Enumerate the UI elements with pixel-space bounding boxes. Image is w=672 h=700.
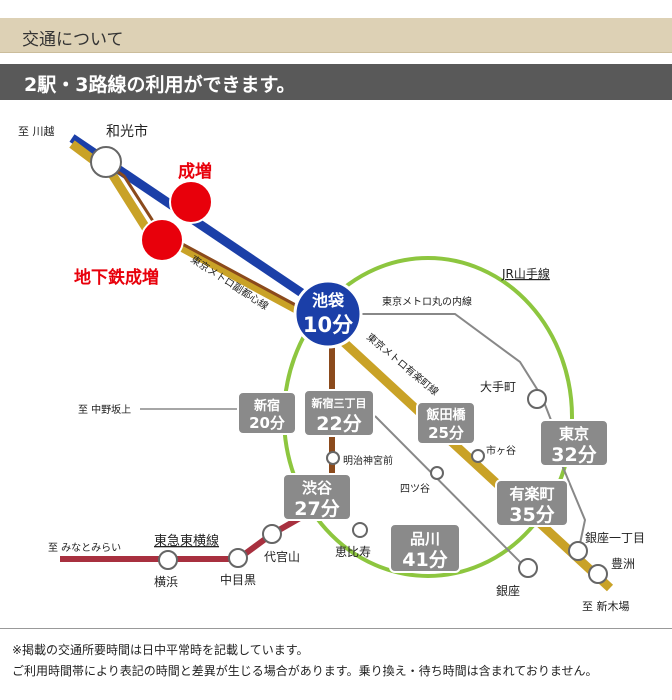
ichigaya-station-marker — [471, 449, 485, 463]
yurakucho-name: 有楽町 — [509, 485, 554, 503]
shinjuku-box: 新宿 20分 — [237, 391, 297, 435]
yamanote-line-label: JR山手線 — [501, 266, 550, 281]
section-title: 交通について — [22, 30, 124, 50]
shinkiba-direction: 至 新木場 — [582, 599, 630, 613]
yotsuya-station-marker — [430, 466, 444, 480]
yurakucho-box: 有楽町 35分 — [495, 479, 569, 527]
daikanyama-station-marker — [262, 524, 282, 544]
otemachi-label: 大手町 — [480, 380, 516, 394]
tokyo-time: 32分 — [551, 444, 596, 466]
ginza-label: 銀座 — [496, 583, 520, 598]
ikebukuro-station-marker — [293, 279, 363, 349]
shibuya-name: 渋谷 — [302, 479, 333, 497]
yotsuya-label: 四ツ谷 — [400, 483, 430, 495]
chikatetsu-narimasu-label: 地下鉄成増 — [74, 267, 159, 288]
tokyo-box: 東京 32分 — [539, 419, 609, 467]
nakanosakaue-direction: 至 中野坂上 — [78, 403, 131, 416]
narimasu-station-marker — [169, 180, 213, 224]
shinjuku3-name: 新宿三丁目 — [312, 396, 367, 410]
ginza-station-marker — [518, 558, 538, 578]
route-map-svg: 池袋 10分 新宿 20分 新宿三丁目 22分 飯田橋 25分 東京 32分 渋… — [18, 123, 645, 613]
note-line-2: ご利用時間帯により表記の時間と差異が生じる場合があります。乗り換え・待ち時間は含… — [12, 664, 598, 678]
toyosu-station-marker — [588, 564, 608, 584]
toyosu-label: 豊洲 — [611, 557, 635, 571]
shinagawa-name: 品川 — [410, 530, 440, 548]
toyoko-line-label: 東急東横線 — [154, 533, 219, 549]
ichigaya-label: 市ヶ谷 — [486, 444, 516, 457]
marunouchi-line-ginza — [374, 415, 529, 571]
chikatetsu-narimasu-station-marker — [140, 218, 184, 262]
ikebukuro-time: 10分 — [303, 313, 353, 337]
yokohama-label: 横浜 — [154, 575, 178, 589]
note-line-1: ※掲載の交通所要時間は日中平常時を記載しています。 — [12, 643, 309, 657]
meijijingumae-station-marker — [326, 451, 340, 465]
notes: ※掲載の交通所要時間は日中平常時を記載しています。 ご利用時間帯により表記の時間… — [0, 628, 672, 678]
marunouchi-line-label: 東京メトロ丸の内線 — [382, 295, 472, 308]
shinjuku3-time: 22分 — [316, 413, 361, 435]
shinjuku-name: 新宿 — [254, 398, 280, 414]
ebisu-label: 恵比寿 — [335, 545, 371, 559]
wakoshi-label: 和光市 — [106, 123, 148, 140]
subtitle: 2駅・3路線の利用ができます。 — [24, 74, 296, 96]
tokyo-name: 東京 — [559, 425, 589, 443]
shinjuku3-box: 新宿三丁目 22分 — [303, 389, 375, 437]
shibuya-time: 27分 — [294, 498, 339, 520]
kawagoe-direction: 至 川越 — [18, 124, 55, 138]
shinagawa-box: 品川 41分 — [389, 523, 461, 573]
iidabashi-box: 飯田橋 25分 — [416, 401, 476, 445]
minatomirai-direction: 至 みなとみらい — [48, 542, 121, 554]
section-title-bar: 交通について — [0, 18, 672, 53]
yurakucho-time: 35分 — [509, 504, 554, 526]
ginza1-label: 銀座一丁目 — [585, 530, 645, 545]
iidabashi-name: 飯田橋 — [425, 407, 466, 423]
ebisu-station-marker — [352, 522, 368, 538]
wakoshi-station-marker — [90, 146, 122, 178]
daikanyama-label: 代官山 — [264, 549, 300, 564]
ginza1-station-marker — [568, 541, 588, 561]
shinjuku-time: 20分 — [249, 414, 285, 432]
nakameguro-station-marker — [228, 548, 248, 568]
route-map: 池袋 10分 新宿 20分 新宿三丁目 22分 飯田橋 25分 東京 32分 渋… — [0, 100, 672, 625]
shibuya-box: 渋谷 27分 — [282, 473, 352, 521]
ikebukuro-name: 池袋 — [312, 291, 345, 310]
iidabashi-time: 25分 — [428, 424, 464, 442]
nakameguro-label: 中目黒 — [220, 572, 256, 587]
shinagawa-time: 41分 — [402, 549, 447, 571]
narimasu-label: 成増 — [178, 161, 212, 182]
toyoko-line — [60, 515, 302, 562]
meijijingumae-label: 明治神宮前 — [343, 454, 393, 467]
otemachi-station-marker — [527, 389, 547, 409]
yurakucho-line-label: 東京メトロ有楽町線 — [364, 330, 441, 398]
subtitle-bar: 2駅・3路線の利用ができます。 — [0, 64, 672, 100]
yokohama-station-marker — [158, 550, 178, 570]
marunouchi-line — [328, 313, 559, 439]
